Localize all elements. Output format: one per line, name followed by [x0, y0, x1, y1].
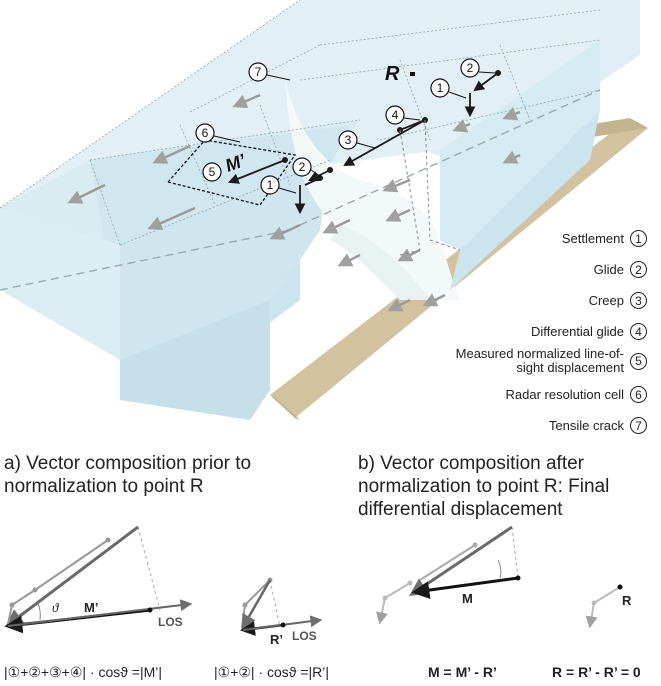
legend-item-glide: Glide 2: [594, 261, 647, 278]
legend-number: 6: [630, 386, 647, 403]
los-label-a2: LOS: [292, 629, 317, 643]
legend-number: 3: [630, 292, 647, 309]
callout-4: 4: [385, 105, 421, 125]
los-label-a: LOS: [158, 615, 183, 629]
callout-6: 6: [195, 123, 241, 143]
section-b-heading: b) Vector composition after normalizatio…: [358, 453, 610, 520]
callout-5: 5: [202, 162, 222, 182]
diagram-label-r: R: [385, 63, 400, 85]
ice-block-front: [0, 160, 330, 420]
surface-displacement-arrows: [67, 93, 521, 312]
legend-label: Settlement: [561, 230, 624, 246]
reference-dashed-line: [0, 89, 601, 291]
legend-number: 1: [630, 230, 647, 247]
svg-text:5: 5: [209, 165, 216, 179]
theta-label-a: ϑ: [52, 600, 59, 615]
section-a-diagram: ϑ M’ LOS R’ LOS: [4, 525, 323, 647]
svg-text:1: 1: [267, 178, 274, 192]
callout-1-bottom: 1: [260, 175, 297, 195]
r-label-b: R: [622, 593, 632, 608]
callout-7: 7: [248, 62, 291, 82]
callout-2-bottom: 2: [292, 157, 321, 177]
m-label-b: M: [462, 591, 473, 606]
svg-text:3: 3: [345, 133, 352, 147]
legend-label: Glide: [593, 261, 624, 277]
legend-label: Creep: [588, 292, 624, 308]
legend-item-measured-los: Measured normalized line-of-sight displa…: [454, 347, 647, 375]
callout-2-top: 2: [460, 58, 496, 78]
callout-3: 3: [338, 130, 376, 150]
formula-a-left: |①+②+③+④| · cosϑ =|M’|: [4, 664, 162, 680]
m-label-a: M’: [84, 600, 98, 615]
svg-text:1: 1: [437, 81, 444, 95]
section-b-diagram: M R: [376, 525, 632, 629]
formula-a-right: |①+②| · cosϑ =|R’|: [214, 664, 329, 680]
legend-label: Radar resolution cell: [505, 386, 624, 402]
svg-text:6: 6: [202, 126, 209, 140]
formula-b-right: R = R’ - R’ = 0: [552, 664, 641, 680]
svg-text:2: 2: [299, 160, 306, 174]
legend-label: Measured normalized line-of-sight displa…: [455, 346, 624, 375]
legend-item-tensile-crack: Tensile crack 7: [549, 417, 647, 434]
decomposition-vectors: [227, 72, 499, 215]
legend-number: 4: [630, 323, 647, 340]
legend-item-settlement: Settlement 1: [562, 230, 647, 247]
svg-text:4: 4: [392, 108, 399, 122]
diagram-label-r-tick: [410, 72, 415, 76]
projection-lines: [399, 119, 461, 256]
resolution-grid: [0, 0, 601, 246]
legend-item-radar-cell: Radar resolution cell 6: [505, 386, 647, 403]
legend-item-differential-glide: Differential glide 4: [531, 323, 647, 340]
svg-text:2: 2: [467, 61, 474, 75]
callout-1-top: 1: [430, 78, 467, 99]
legend-number: 7: [630, 417, 647, 434]
diagram-callouts: 7 2 1 4 3 6 2 5 1: [195, 58, 496, 195]
tensile-crack-surface: [285, 80, 460, 300]
section-a-heading: a) Vector composition prior to normaliza…: [4, 453, 252, 497]
svg-text:7: 7: [255, 65, 262, 79]
radar-resolution-cell: [166, 139, 297, 206]
r-label-a: R’: [270, 632, 283, 647]
legend-label: Differential glide: [531, 323, 624, 339]
legend-number: 5: [630, 352, 647, 370]
legend-number: 2: [630, 261, 647, 278]
legend-item-creep: Creep 3: [589, 292, 647, 309]
legend-label: Tensile crack: [548, 417, 624, 433]
formula-b-left: M = M’ - R’: [428, 664, 497, 680]
ice-block-back: [440, 40, 600, 290]
